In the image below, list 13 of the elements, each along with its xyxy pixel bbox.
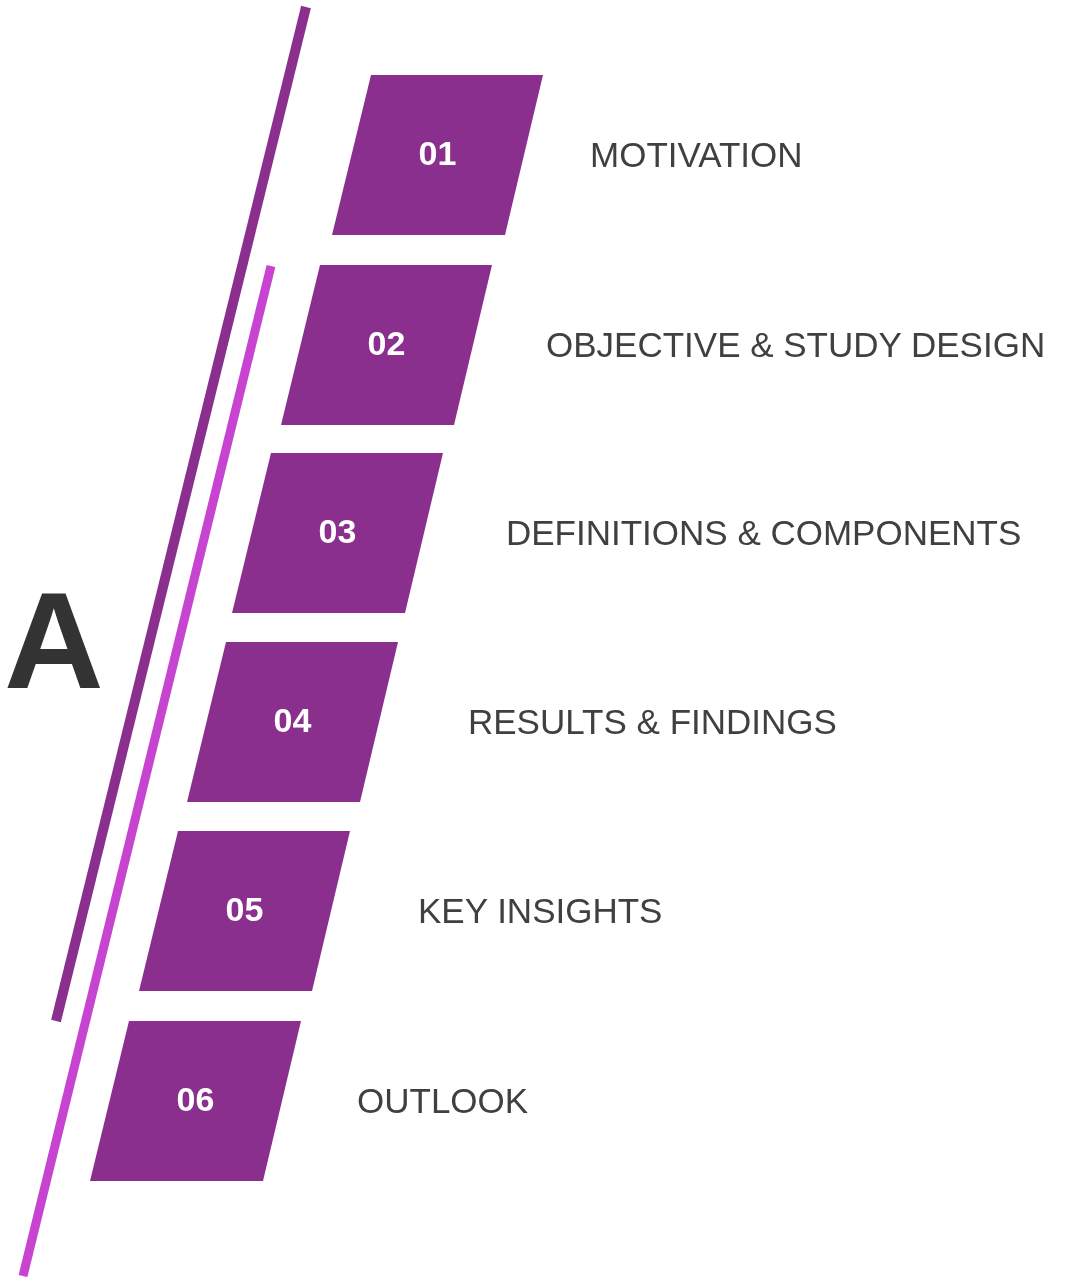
step-number: 02 <box>367 323 406 363</box>
section-title: DEFINITIONS & COMPONENTS <box>506 513 1022 553</box>
section-title: KEY INSIGHTS <box>418 891 663 931</box>
section-title: RESULTS & FINDINGS <box>468 702 837 742</box>
step-number: 06 <box>176 1079 215 1119</box>
section-title: MOTIVATION <box>590 135 803 175</box>
step-number: 03 <box>318 511 357 551</box>
heading-letter: A <box>4 570 104 710</box>
step-number: 05 <box>225 889 264 929</box>
step-number: 04 <box>273 700 312 740</box>
step-number: 01 <box>418 133 457 173</box>
section-title: OBJECTIVE & STUDY DESIGN <box>546 325 1046 365</box>
section-title: OUTLOOK <box>357 1081 529 1121</box>
